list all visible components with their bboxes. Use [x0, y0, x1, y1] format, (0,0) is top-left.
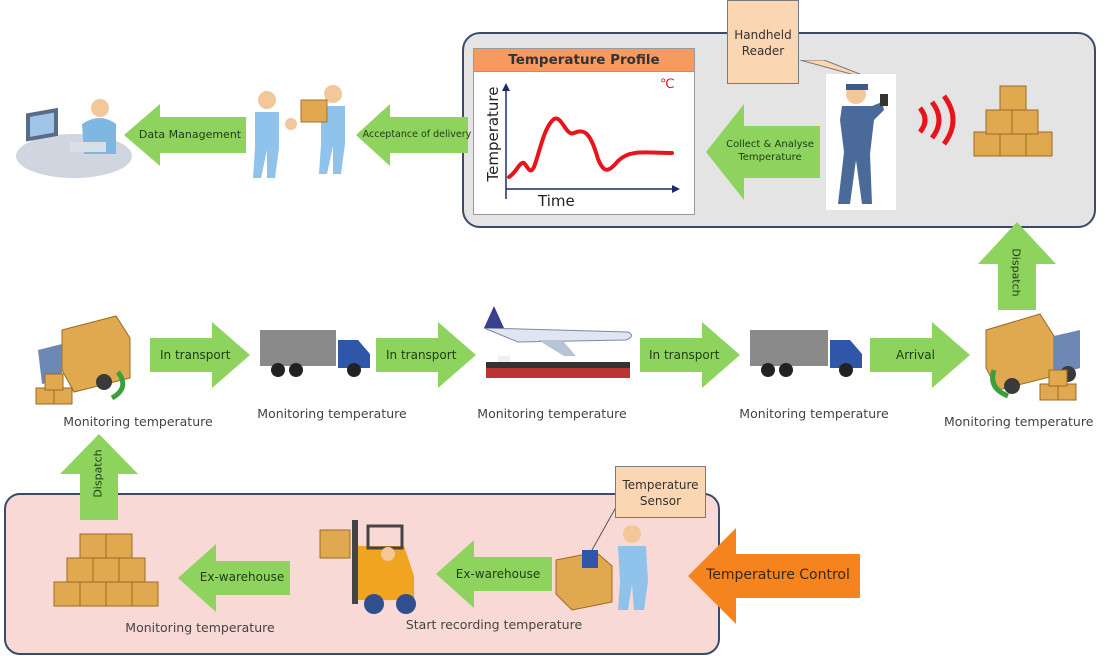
arrow-acceptance — [356, 104, 468, 166]
x-axis-label: Time — [538, 192, 575, 210]
arrow-in-transport-2 — [376, 322, 476, 388]
temperature-curve — [507, 116, 674, 179]
arrow-in-transport-3 — [640, 322, 740, 388]
label-temperature-control: Temperature Control — [706, 567, 850, 583]
plane-and-ship-icon — [483, 306, 632, 378]
arrow-in-transport-1 — [150, 322, 250, 388]
label-arrival: Arrival — [896, 348, 935, 362]
arrow-dispatch-right — [978, 222, 1056, 310]
label-dispatch-left: Dispatch — [91, 449, 105, 498]
arrow-ex-warehouse-2 — [436, 540, 552, 608]
arrow-ex-warehouse-1 — [178, 544, 290, 612]
forklift-icon — [319, 520, 416, 614]
label-collect-analyse: Collect & Analyse Temperature — [726, 139, 814, 163]
office-worker-icon — [16, 99, 132, 178]
label-acceptance: Acceptance of delivery — [362, 129, 472, 140]
caption-monitoring-5: Monitoring temperature — [944, 414, 1094, 429]
label-data-management: Data Management — [138, 128, 242, 141]
label-dispatch-right: Dispatch — [1009, 248, 1023, 297]
arrow-dispatch-left — [60, 434, 138, 520]
loading-truck-icon — [35, 315, 131, 405]
caption-monitoring-3: Monitoring temperature — [477, 406, 627, 421]
rfid-boxes-icon — [917, 85, 1053, 157]
caption-monitoring-6: Monitoring temperature — [125, 620, 275, 635]
arrow-collect-analyse — [706, 104, 820, 200]
profile-title: Temperature Profile — [474, 49, 694, 72]
label-in-transport-3: In transport — [649, 348, 720, 362]
worker-with-reader-icon — [826, 74, 896, 210]
truck-icon-2 — [750, 330, 862, 377]
arrow-data-management — [124, 104, 246, 166]
caption-start-recording: Start recording temperature — [405, 617, 583, 632]
label-ex-warehouse-2: Ex-warehouse — [455, 567, 541, 581]
x-axis-arrowhead — [672, 185, 680, 193]
unloading-truck-icon — [985, 313, 1080, 401]
y-axis-label: Temperature — [484, 86, 502, 182]
unit-label: ℃ — [660, 77, 675, 92]
truck-icon — [260, 330, 370, 377]
caption-monitoring-2: Monitoring temperature — [257, 406, 407, 421]
boxes-pile-icon — [53, 533, 159, 607]
profile-plot — [502, 83, 680, 199]
handheld-reader-callout: Handheld Reader — [727, 0, 799, 84]
arrow-arrival — [870, 322, 970, 388]
delivery-handover-icon — [253, 85, 345, 178]
label-ex-warehouse-1: Ex-warehouse — [199, 570, 285, 584]
label-in-transport-2: In transport — [386, 348, 457, 362]
caption-monitoring-4: Monitoring temperature — [739, 406, 889, 421]
temperature-sensor-callout: Temperature Sensor — [615, 466, 706, 518]
arrow-temperature-control — [688, 528, 860, 624]
temperature-profile-chart: Temperature Profile ℃ Time Temperature — [473, 48, 695, 215]
y-axis-arrowhead — [502, 83, 510, 91]
label-in-transport-1: In transport — [160, 348, 231, 362]
worker-packing-icon — [555, 525, 648, 611]
caption-monitoring-1: Monitoring temperature — [63, 414, 213, 429]
